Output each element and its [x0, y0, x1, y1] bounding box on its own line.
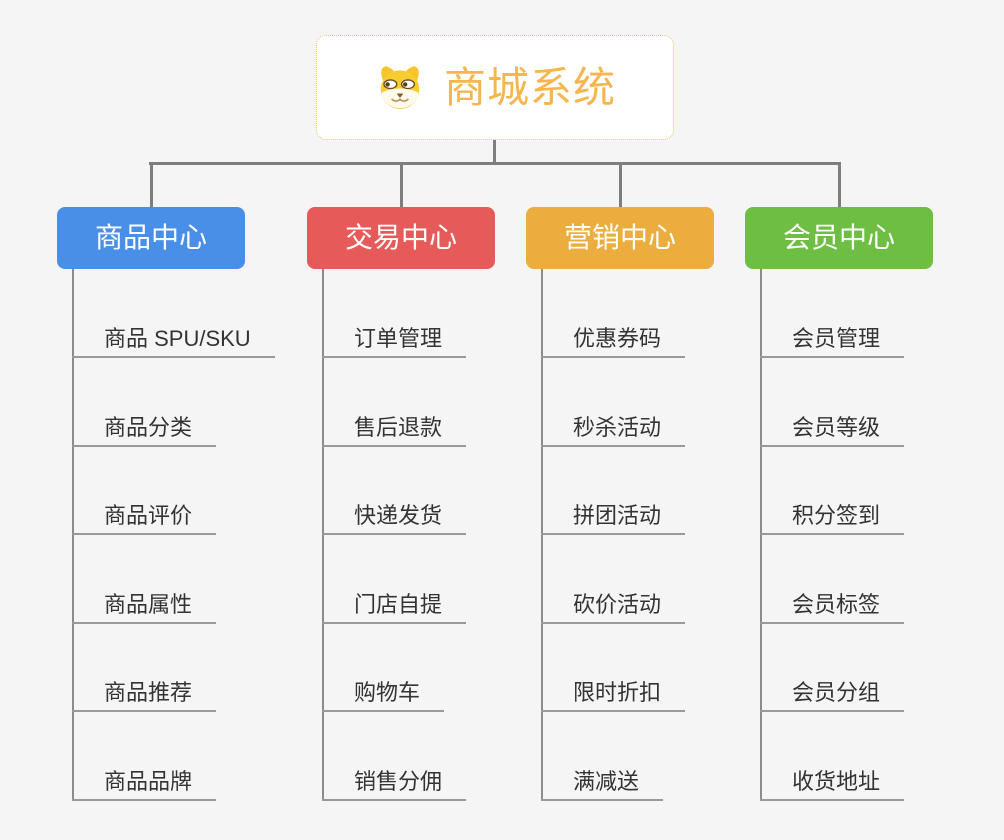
- leaf-item[interactable]: 会员管理: [760, 312, 905, 358]
- leaf-item[interactable]: 商品评价: [72, 489, 217, 535]
- branch-header[interactable]: 交易中心: [307, 207, 495, 269]
- leaf-item[interactable]: 销售分佣: [322, 755, 467, 801]
- branch-header[interactable]: 商品中心: [57, 207, 245, 269]
- leaf-item[interactable]: 快递发货: [322, 489, 467, 535]
- branch-header[interactable]: 会员中心: [745, 207, 933, 269]
- leaf-item[interactable]: 拼团活动: [541, 489, 686, 535]
- leaf-item[interactable]: 订单管理: [322, 312, 467, 358]
- root-title: 商城系统: [443, 63, 616, 111]
- leaf-item[interactable]: 售后退款: [322, 401, 467, 447]
- leaf-item[interactable]: 会员标签: [760, 578, 905, 624]
- connector-branch-drop: [838, 162, 841, 207]
- connector-spine: [541, 269, 543, 801]
- leaf-item[interactable]: 购物车: [322, 666, 445, 712]
- leaf-item[interactable]: 砍价活动: [541, 578, 686, 624]
- dog-face-icon: [380, 65, 420, 109]
- root-node[interactable]: 商城系统: [316, 35, 674, 140]
- connector-spine: [760, 269, 762, 801]
- leaf-item[interactable]: 收货地址: [760, 755, 905, 801]
- leaf-item[interactable]: 会员等级: [760, 401, 905, 447]
- leaf-item[interactable]: 商品 SPU/SKU: [72, 312, 275, 358]
- connector-spine: [72, 269, 74, 801]
- leaf-item[interactable]: 满减送: [541, 755, 664, 801]
- leaf-item[interactable]: 商品属性: [72, 578, 217, 624]
- leaf-item[interactable]: 商品推荐: [72, 666, 217, 712]
- leaf-item[interactable]: 商品分类: [72, 401, 217, 447]
- connector-spine: [322, 269, 324, 801]
- connector-root-stub: [493, 140, 496, 165]
- connector-bus: [149, 162, 840, 165]
- leaf-item[interactable]: 秒杀活动: [541, 401, 686, 447]
- leaf-item[interactable]: 会员分组: [760, 666, 905, 712]
- leaf-item[interactable]: 商品品牌: [72, 755, 217, 801]
- connector-branch-drop: [400, 162, 403, 207]
- leaf-item[interactable]: 优惠券码: [541, 312, 686, 358]
- branch-header[interactable]: 营销中心: [526, 207, 714, 269]
- connector-branch-drop: [150, 162, 153, 207]
- leaf-item[interactable]: 积分签到: [760, 489, 905, 535]
- leaf-item[interactable]: 限时折扣: [541, 666, 686, 712]
- connector-branch-drop: [619, 162, 622, 207]
- leaf-item[interactable]: 门店自提: [322, 578, 467, 624]
